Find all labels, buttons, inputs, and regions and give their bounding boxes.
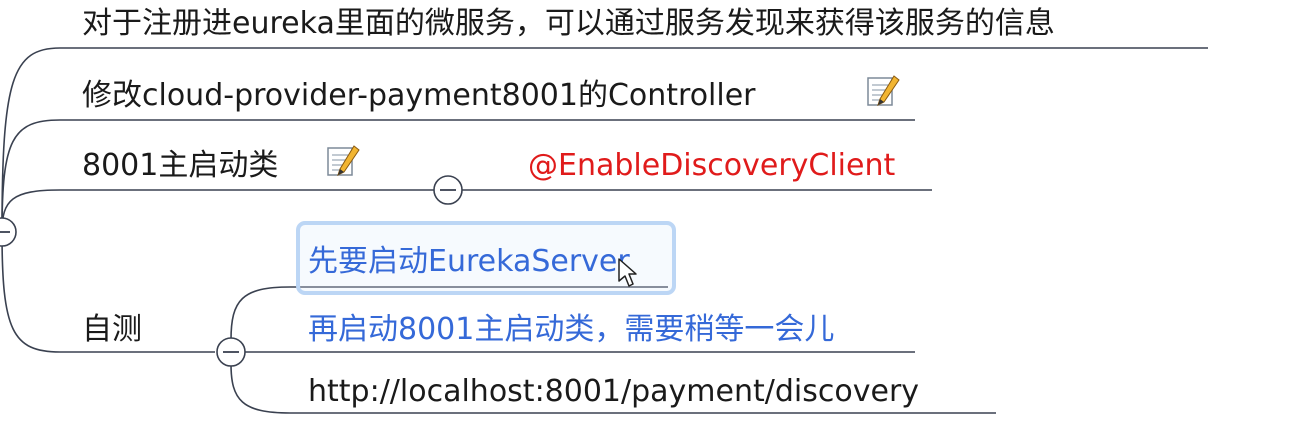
branch-line-test-url	[230, 363, 996, 414]
node-main-class[interactable]: 8001主启动类	[82, 148, 279, 183]
node-start-8001[interactable]: 再启动8001主启动类，需要稍等一会儿	[308, 312, 835, 347]
branch-line-discovery-intro	[1, 47, 1208, 233]
node-self-test[interactable]: 自测	[82, 312, 142, 347]
branch-line-modify-controller	[1, 119, 915, 233]
mouse-cursor-icon	[618, 258, 637, 287]
collapse-self-test-icon[interactable]	[216, 337, 246, 367]
branch-line-self-test	[1, 231, 215, 353]
node-modify-controller[interactable]: 修改cloud-provider-payment8001的Controller	[82, 78, 756, 113]
note-pencil-icon[interactable]	[866, 74, 900, 108]
node-discovery-intro[interactable]: 对于注册进eureka里面的微服务，可以通过服务发现来获得该服务的信息	[82, 6, 1055, 41]
node-start-server[interactable]: 先要启动EurekaServer	[308, 244, 630, 279]
collapse-root-icon[interactable]	[0, 217, 17, 247]
node-test-url[interactable]: http://localhost:8001/payment/discovery	[308, 374, 920, 409]
collapse-main-class-icon[interactable]	[433, 175, 463, 205]
note-pencil-icon[interactable]	[326, 144, 360, 178]
selected-node-highlight	[296, 221, 676, 295]
node-annotation[interactable]: @EnableDiscoveryClient	[528, 148, 896, 183]
branch-line-start-server	[230, 286, 668, 341]
